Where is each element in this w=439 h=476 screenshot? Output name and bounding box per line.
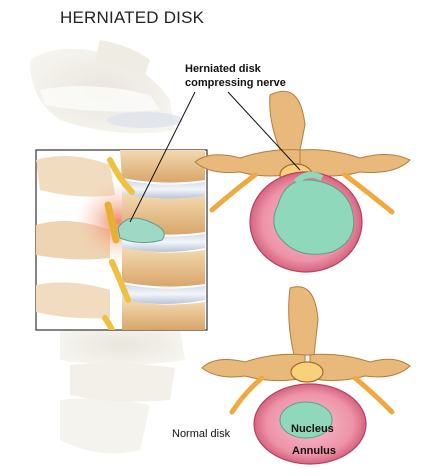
spine-segment (36, 150, 205, 330)
callout-line-1: Herniated disk (185, 63, 261, 75)
nerve-root-upper (107, 157, 135, 195)
diagram-title: HERNIATED DISK (60, 8, 205, 27)
herniated-disk-axial-view (194, 90, 411, 273)
annulus-label: Annulus (292, 445, 336, 457)
callout-line-2: compressing nerve (185, 77, 286, 89)
nerve-root-lower (109, 259, 131, 303)
herniated-disk-nucleus (273, 179, 355, 255)
normal-disk-label: Normal disk (172, 428, 231, 440)
normal-disk-nucleus (279, 401, 333, 439)
callout-leader-line-axial (227, 91, 301, 171)
ghost-spine (30, 40, 185, 454)
herniated-disk-callout: Herniated disk compressing nerve (185, 62, 325, 90)
nucleus-label: Nucleus (291, 423, 334, 435)
callout-leader-line-spine (129, 91, 196, 223)
normal-disk-axial-view (201, 286, 411, 465)
